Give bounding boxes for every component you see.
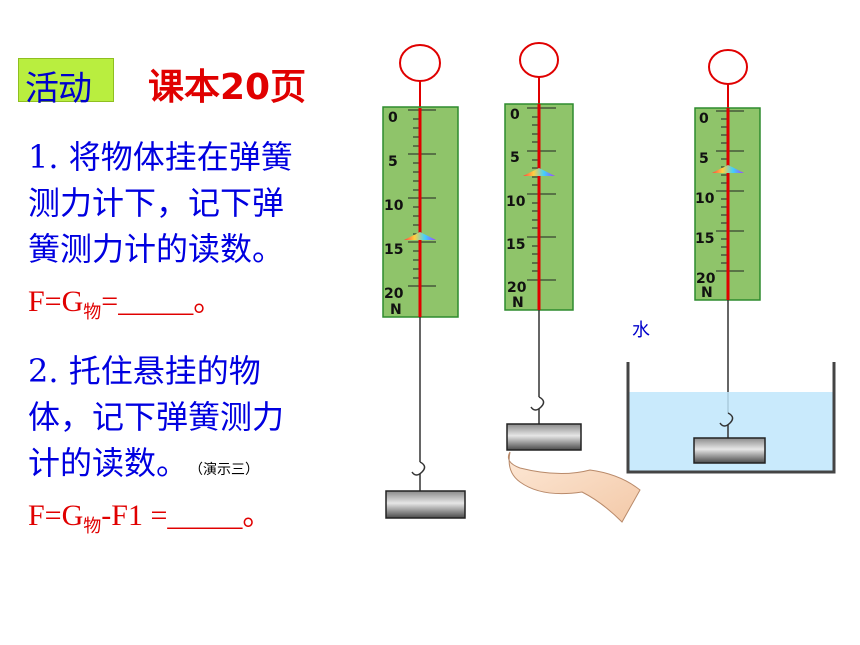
supporting-hand [507,451,641,523]
step2-line-3-wrap: 计的读数。 （演示三） [28,440,284,493]
scale3-tick-0: 0 [699,111,709,127]
scale2-pointer [523,168,555,176]
water-tank [626,362,836,474]
scale2-tick-5: 5 [510,150,520,166]
step2-formula: F=G物-F1 =_____。 [28,490,272,538]
scale2-hook [530,396,545,411]
step1-line-1: 1. 将物体挂在弹簧 [28,138,293,176]
scale2-block [506,423,582,451]
activity-badge-label: 活动 [25,69,92,109]
scale3-unit: N [701,285,713,301]
scale3-ring [708,49,748,85]
scale2-tick-0: 0 [510,107,520,123]
step1-text: 1. 将物体挂在弹簧 测力计下，记下弹 簧测力计的读数。 [28,134,293,272]
scale1-ring [399,44,441,82]
step1-line-3: 簧测力计的读数。 [28,230,285,268]
step1-formula-sub: 物 [83,302,102,322]
step2-formula-suffix: -F1 =_____。 [101,499,273,532]
page-title: 课本20页 [148,67,307,108]
scale1-unit: N [390,302,402,318]
step2-line-2: 体，记下弹簧测力 [28,398,285,436]
scale1-tick-20: 20 [384,286,404,302]
scale3-tick-20: 20 [696,271,716,287]
activity-badge: 活动 [18,58,114,109]
scale3-tick-5: 5 [699,151,709,167]
step2-line-3: 计的读数。 [28,444,189,482]
spring-scale-3: 0 5 10 15 20 N [626,49,836,474]
step1-line-2: 测力计下，记下弹 [28,184,285,222]
scale1-tick-10: 10 [384,198,404,214]
scale3-tick-10: 10 [695,191,715,207]
spring-scale-1: 0 5 10 15 20 N [382,44,466,519]
scale1-pointer [404,232,436,240]
scale1-hook [411,461,426,476]
scale3-tick-15: 15 [695,231,714,247]
scale3-block [693,437,766,464]
water-label: 水 [632,320,650,341]
scale2-tick-10: 10 [506,194,526,210]
scale2-ring [519,42,559,78]
step2-line-1: 2. 托住悬挂的物 [28,352,261,390]
scale1-block [385,490,466,519]
step2-formula-sub: 物 [83,516,102,536]
step1-formula: F=G物=_____。 [28,276,223,324]
step2-text: 2. 托住悬挂的物 体，记下弹簧测力 计的读数。 （演示三） [28,348,284,493]
scale2-tick-15: 15 [506,237,525,253]
step1-formula-suffix: =_____。 [101,285,224,318]
scale3-pointer [712,165,744,173]
spring-scale-2: 0 5 10 15 20 N [504,42,641,523]
scale1-tick-15: 15 [384,242,403,258]
step2-formula-prefix: F=G [28,499,84,532]
scale2-tick-20: 20 [507,280,527,296]
demo-note: （演示三） [196,462,260,478]
scale2-unit: N [512,295,524,311]
scale2-ticks [527,107,556,281]
scale3-hook [719,412,734,427]
step1-formula-prefix: F=G [28,285,84,318]
scale1-tick-5: 5 [388,154,398,170]
scale1-tick-0: 0 [388,110,398,126]
